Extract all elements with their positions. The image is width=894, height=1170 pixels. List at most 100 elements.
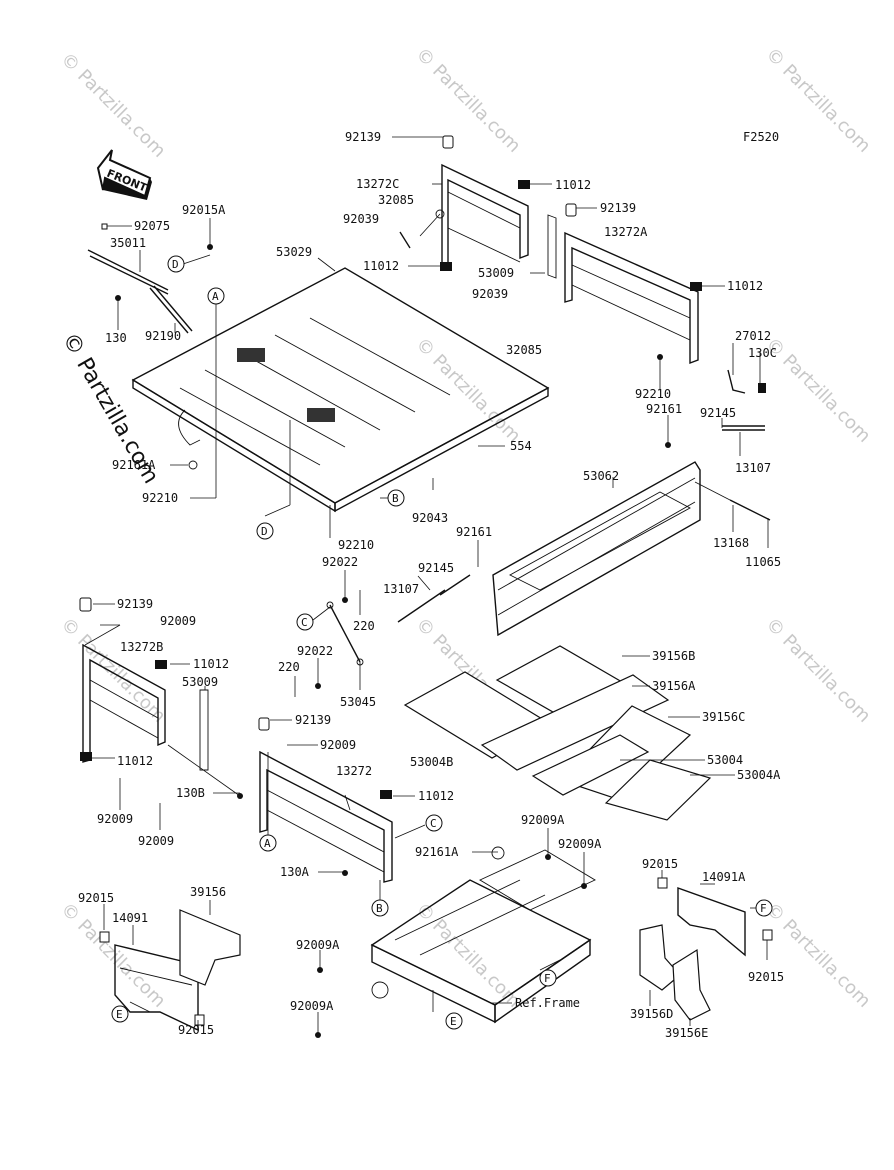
- part-label: 92015: [78, 891, 114, 905]
- part-label: 13107: [735, 461, 771, 475]
- part-label: 130B: [176, 786, 205, 800]
- callout-F: F: [755, 899, 773, 917]
- callout-F: F: [539, 969, 557, 987]
- part-label: 53009: [478, 266, 514, 280]
- part-label: 92210: [338, 538, 374, 552]
- part-label: 13272A: [604, 225, 648, 239]
- callout-B: B: [387, 489, 405, 507]
- part-label: 92039: [343, 212, 379, 226]
- part-label: 130C: [748, 346, 777, 360]
- part-label: 11065: [745, 555, 781, 569]
- part-label: 27012: [735, 329, 771, 343]
- part-label: 92009: [160, 614, 196, 628]
- part-label: 53009: [182, 675, 218, 689]
- part-label: 92075: [134, 219, 170, 233]
- part-label: 92009A: [558, 837, 602, 851]
- side-gate-13272B: [79, 597, 209, 771]
- part-label: 39156D: [630, 1007, 673, 1021]
- part-label: 92161: [456, 525, 492, 539]
- part-label: 53029: [276, 245, 312, 259]
- part-label: 92145: [418, 561, 454, 575]
- svg-text:A: A: [212, 290, 219, 303]
- part-label: 92161A: [415, 845, 459, 859]
- svg-text:C: C: [430, 817, 437, 830]
- part-label: 92015: [642, 857, 678, 871]
- part-label: 13107: [383, 582, 419, 596]
- part-label: 13272B: [120, 640, 163, 654]
- callout-C: C: [296, 613, 314, 631]
- part-label: 92145: [700, 406, 736, 420]
- part-label: 92161: [646, 402, 682, 416]
- callout-C: C: [425, 814, 443, 832]
- watermark: © Partzilla.com: [56, 49, 169, 162]
- part-label: 53004: [707, 753, 743, 767]
- part-labels: 92139 13272C 11012 32085 92039 11012 921…: [78, 130, 784, 1040]
- part-label: 32085: [506, 343, 542, 357]
- part-label: 39156B: [652, 649, 695, 663]
- part-label: 92009: [138, 834, 174, 848]
- part-label: 11012: [117, 754, 153, 768]
- part-label: 92009: [320, 738, 356, 752]
- watermark: © Partzilla.com: [411, 44, 524, 157]
- svg-text:E: E: [450, 1015, 457, 1028]
- callout-D: D: [256, 522, 274, 540]
- part-label: 14091A: [702, 870, 746, 884]
- part-label: 53045: [340, 695, 376, 709]
- part-label: 13168: [713, 536, 749, 550]
- part-label: 11012: [193, 657, 229, 671]
- tailgate-53062: [492, 425, 771, 637]
- support-cable-53045: [315, 574, 471, 689]
- side-gate-13272A: [547, 203, 766, 394]
- part-label: 39156A: [652, 679, 696, 693]
- side-gate-13272C: [399, 135, 530, 271]
- part-label: 39156E: [665, 1026, 708, 1040]
- part-label: 220: [278, 660, 300, 674]
- part-label: 39156C: [702, 710, 745, 724]
- callout-A: A: [207, 287, 225, 305]
- part-label: 53004A: [737, 768, 781, 782]
- part-label: 11012: [727, 279, 763, 293]
- part-label: 130A: [280, 865, 310, 879]
- svg-text:F: F: [760, 902, 767, 915]
- part-label: 92161A: [112, 458, 156, 472]
- part-label: 554: [510, 439, 532, 453]
- part-label: 11012: [418, 789, 454, 803]
- front-arrow-icon: FRONT: [96, 149, 152, 200]
- part-label: 92043: [412, 511, 448, 525]
- part-label: 92009: [97, 812, 133, 826]
- part-label: 92022: [297, 644, 333, 658]
- watermark: © Partzilla.com: [761, 334, 874, 447]
- svg-text:B: B: [392, 492, 399, 505]
- part-label: 11012: [555, 178, 591, 192]
- part-label: 220: [353, 619, 375, 633]
- part-label: 92139: [117, 597, 153, 611]
- cover-14091: [99, 909, 241, 1032]
- callout-B: B: [371, 899, 389, 917]
- part-label: 92015: [178, 1023, 214, 1037]
- part-label: 92139: [295, 713, 331, 727]
- part-label: 11012: [363, 259, 399, 273]
- frame: [315, 846, 596, 1038]
- part-label: 39156: [190, 885, 226, 899]
- leader-lines: [84, 136, 769, 1033]
- part-label: 92009A: [521, 813, 565, 827]
- callout-A: A: [259, 834, 277, 852]
- watermark: © Partzilla.com: [56, 614, 169, 727]
- svg-text:E: E: [116, 1008, 123, 1021]
- callouts: D A B D C A C B F E E F: [111, 255, 773, 1030]
- part-label: 92210: [635, 387, 671, 401]
- side-gate-13272: [237, 717, 393, 883]
- part-label: 53062: [583, 469, 619, 483]
- part-label: 130: [105, 331, 127, 345]
- watermark: © Partzilla.com: [411, 899, 524, 1012]
- part-label: 92009A: [290, 999, 334, 1013]
- cover-14091A: [639, 877, 773, 1021]
- part-label: 92015A: [182, 203, 226, 217]
- part-label: 92139: [345, 130, 381, 144]
- handle-rod-35011: [87, 223, 213, 334]
- figure-code: F2520: [743, 130, 779, 144]
- part-label: 92190: [145, 329, 181, 343]
- callout-D: D: [167, 255, 185, 273]
- svg-text:F: F: [544, 972, 551, 985]
- part-label: 92009A: [296, 938, 340, 952]
